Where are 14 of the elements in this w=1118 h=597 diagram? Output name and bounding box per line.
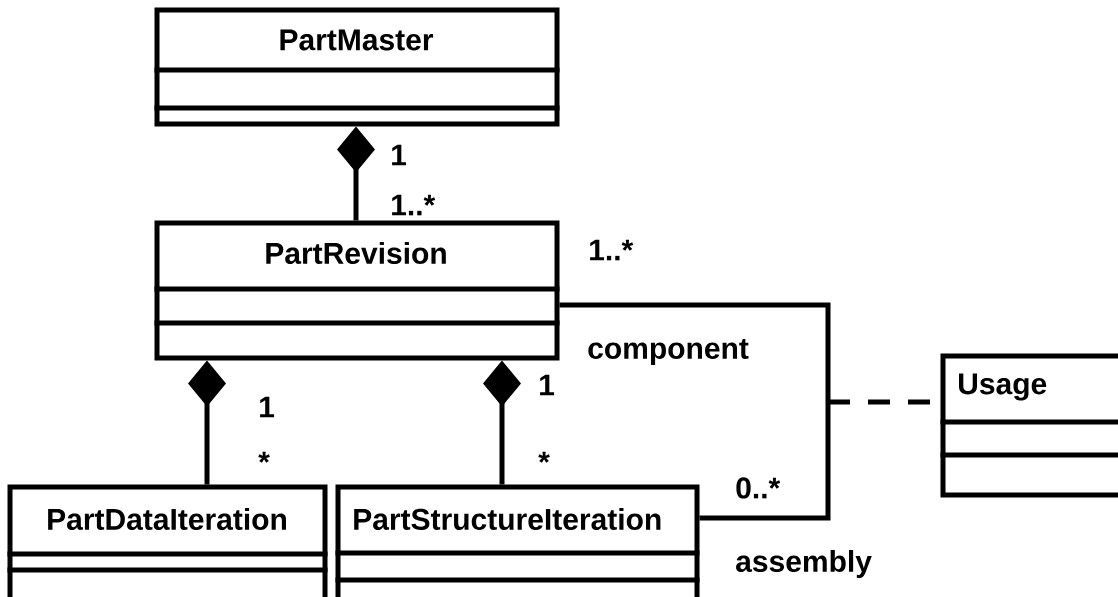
class-box: Usage	[940, 353, 1118, 498]
class-box: PartMaster	[154, 7, 560, 127]
multiplicity-label: *	[258, 451, 270, 463]
class-box: PartRevision	[154, 220, 560, 361]
multiplicity-label: 1..*	[392, 194, 436, 216]
multiplicity-label: assembly	[736, 550, 872, 578]
class-box: PartStructureIteration	[335, 484, 700, 597]
multiplicity-label: 1..*	[590, 239, 634, 261]
multiplicity-label: 0..*	[736, 477, 781, 499]
multiplicity-label: 1	[260, 396, 275, 418]
multiplicity-label: component	[588, 339, 749, 365]
association-line	[559, 302, 831, 521]
multiplicity-label: 1	[392, 144, 407, 166]
class-box: PartDataIteration	[7, 484, 328, 597]
